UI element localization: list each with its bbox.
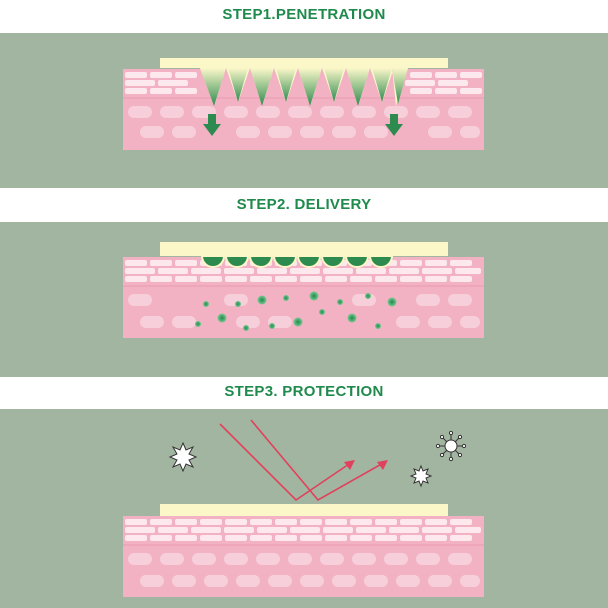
down-arrow-icon <box>203 114 221 136</box>
step2-title: STEP2. DELIVERY <box>236 196 372 213</box>
step2-patch <box>160 242 448 268</box>
uv-rays <box>219 419 386 502</box>
dissolved-needles <box>200 255 394 268</box>
sun-burst-icon <box>168 441 198 473</box>
step3-title: STEP3. PROTECTION <box>224 383 384 400</box>
ray-arrowhead <box>344 460 355 470</box>
step2-skin <box>123 257 484 338</box>
step3-patch <box>160 504 448 516</box>
step3-skin <box>123 516 484 597</box>
microneedles <box>200 68 408 106</box>
sun-burst-icon <box>409 464 433 488</box>
active-ingredient-dots <box>195 291 397 331</box>
step1-patch <box>160 58 448 106</box>
step1-title: STEP1.PENETRATION <box>222 6 386 23</box>
virus-icon <box>435 430 467 462</box>
step1-skin <box>123 69 484 150</box>
ray-arrowhead <box>377 460 388 470</box>
down-arrow-icon <box>385 114 403 136</box>
